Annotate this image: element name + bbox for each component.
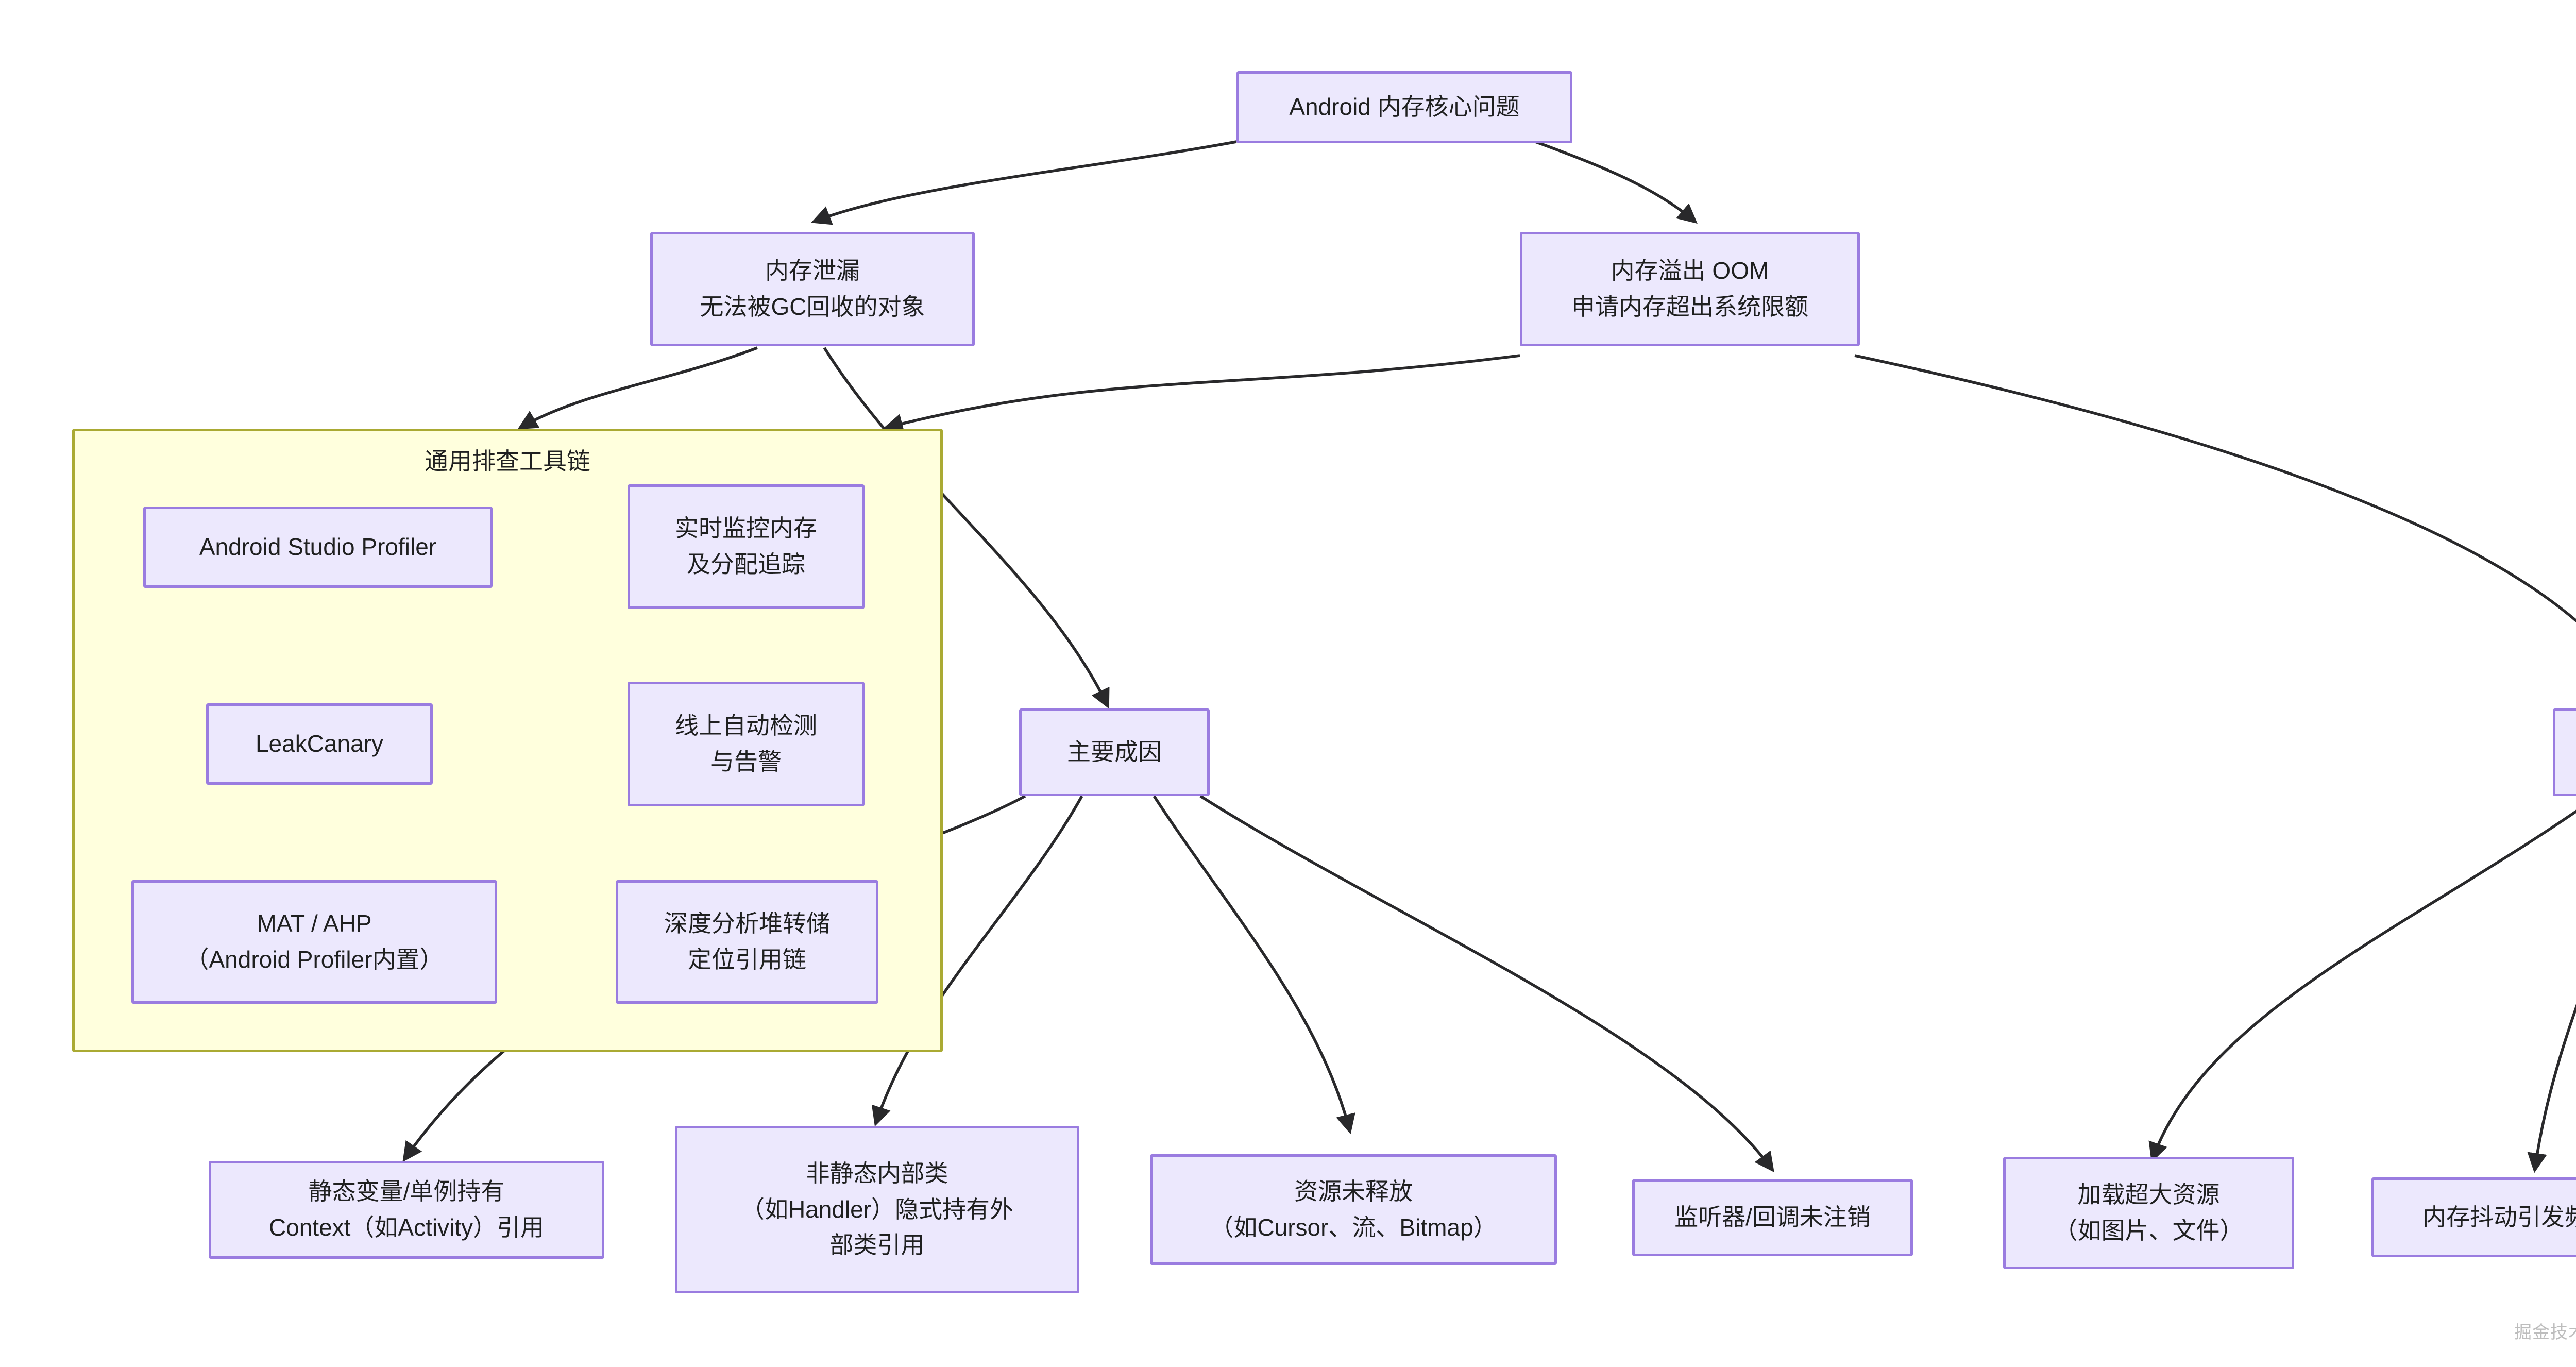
edge-leak-to-toolchain (517, 346, 758, 430)
edge-oom-to-toolchain (883, 354, 1520, 433)
node-cause-memory-churn[interactable]: 内存抖动引发频繁GC (2371, 1177, 2576, 1257)
node-leakcanary[interactable]: LeakCanary (206, 703, 433, 785)
node-cause-listener-not-unregistered[interactable]: 监听器/回调未注销 (1632, 1179, 1913, 1256)
node-cause-inner-class[interactable]: 非静态内部类 （如Handler）隐式持有外 部类引用 (675, 1126, 1079, 1293)
node-android-studio-profiler[interactable]: Android Studio Profiler (143, 507, 493, 588)
node-cause-static-line-2: Context（如Activity）引用 (268, 1214, 545, 1241)
watermark: 掘金技术社区 @ 阿巴斯甜 (2514, 1323, 2576, 1342)
node-leakcanary-description[interactable]: 线上自动检测 与告警 (628, 682, 865, 806)
edge-root-to-leak (811, 140, 1237, 225)
node-oom[interactable]: 内存溢出 OOM 申请内存超出系统限额 (1520, 232, 1860, 346)
node-root[interactable]: Android 内存核心问题 (1236, 71, 1572, 143)
node-leak-main-causes[interactable]: 主要成因 (1019, 708, 1210, 796)
edge-leak-cause-to-listener (1199, 795, 1774, 1173)
node-root-line-1: Android 内存核心问题 (1289, 93, 1520, 121)
node-leakcanary-desc-line-2: 与告警 (710, 748, 782, 775)
node-cause-resource-not-released[interactable]: 资源未释放 （如Cursor、流、Bitmap） (1150, 1154, 1557, 1265)
node-leakcanary-line-1: LeakCanary (255, 730, 384, 757)
node-cause-inner-line-3: 部类引用 (829, 1231, 925, 1259)
node-cause-static-singleton[interactable]: 静态变量/单例持有 Context（如Activity）引用 (209, 1161, 604, 1259)
node-cause-inner-line-1: 非静态内部类 (806, 1159, 948, 1187)
edge-oom-cause-to-churn (2527, 1004, 2576, 1173)
edge-root-to-oom (1535, 140, 1698, 224)
node-mat-desc-line-1: 深度分析堆转储 (664, 910, 830, 937)
node-cause-static-line-1: 静态变量/单例持有 (308, 1178, 505, 1205)
node-profiler-desc-line-1: 实时监控内存 (675, 515, 817, 542)
node-cause-res-line-1: 资源未释放 (1294, 1177, 1413, 1205)
node-oom-main-causes[interactable]: 主要成因 (2553, 708, 2576, 796)
node-leak-causes-line-1: 主要成因 (1067, 738, 1162, 766)
node-leakcanary-desc-line-1: 线上自动检测 (675, 712, 817, 739)
node-cause-listener-line-1: 监听器/回调未注销 (1674, 1204, 1871, 1231)
edge-leak-cause-to-res (1153, 795, 1355, 1135)
node-memory-leak-line-1: 内存泄漏 (765, 257, 860, 284)
node-mat-desc-line-2: 定位引用链 (688, 946, 806, 973)
node-profiler-description[interactable]: 实时监控内存 及分配追踪 (628, 484, 865, 609)
node-cause-inner-line-2: （如Handler）隐式持有外 (740, 1195, 1014, 1223)
node-oom-line-2: 申请内存超出系统限额 (1571, 293, 1808, 320)
node-cause-churn-line-1: 内存抖动引发频繁GC (2422, 1203, 2576, 1230)
edge-oom-cause-to-bigres (2148, 809, 2576, 1163)
node-memory-leak-line-2: 无法被GC回收的对象 (700, 293, 925, 320)
node-memory-leak[interactable]: 内存泄漏 无法被GC回收的对象 (650, 232, 975, 346)
node-cause-bigres-line-2: （如图片、文件） (2054, 1217, 2244, 1244)
node-cause-res-line-2: （如Cursor、流、Bitmap） (1210, 1213, 1497, 1241)
node-profiler-desc-line-2: 及分配追踪 (687, 551, 805, 578)
subgraph-title: 通用排查工具链 (425, 448, 590, 475)
node-cause-large-resource[interactable]: 加载超大资源 （如图片、文件） (2003, 1157, 2294, 1269)
node-mat-line-1: MAT / AHP (257, 910, 372, 937)
node-oom-line-1: 内存溢出 OOM (1611, 257, 1769, 284)
node-cause-bigres-line-1: 加载超大资源 (2077, 1181, 2220, 1208)
node-mat-description[interactable]: 深度分析堆转储 定位引用链 (616, 880, 878, 1004)
node-mat-ahp[interactable]: MAT / AHP （Android Profiler内置） (131, 880, 497, 1004)
node-mat-line-2: （Android Profiler内置） (185, 946, 444, 973)
edge-oom-to-oom-cause (1854, 354, 2576, 623)
node-profiler-line-1: Android Studio Profiler (199, 533, 437, 561)
